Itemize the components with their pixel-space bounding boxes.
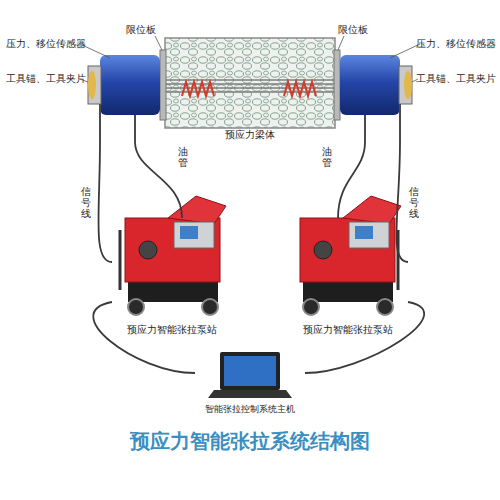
node-label: 预应力智能张拉泵站 — [125, 323, 219, 337]
hose-connector — [135, 142, 182, 218]
tool-anchor — [88, 66, 101, 104]
jack-right — [340, 55, 400, 115]
part-label: 压力、移位传感器 — [416, 38, 496, 49]
diagram-title: 预应力智能张拉系统结构图 — [0, 428, 500, 455]
figure-node: 智能张拉控制系统主机 — [195, 348, 305, 416]
springs — [182, 82, 316, 96]
limit-plate — [160, 50, 166, 120]
edge-label: 油管 — [322, 146, 332, 168]
figure-node: 预应力智能张拉泵站 — [288, 192, 408, 337]
edge-label: 信号线 — [409, 186, 419, 219]
jack-left — [100, 55, 160, 115]
figure-node: 预应力梁体 — [85, 30, 415, 142]
part-label: 限位板 — [126, 24, 156, 35]
tool-anchor — [399, 66, 412, 104]
hose-connector — [98, 142, 112, 262]
hose-connector — [338, 142, 365, 218]
pump-station-right — [300, 196, 401, 315]
hose-stub — [100, 104, 400, 142]
hose-connector — [396, 142, 408, 262]
pump-station-left — [120, 196, 226, 315]
part-label: 工具锚、工具夹片 — [6, 73, 86, 84]
edge-label: 信号线 — [81, 186, 91, 219]
anchor-ring — [404, 71, 412, 99]
part-label: 工具锚、工具夹片 — [416, 73, 496, 84]
edge-label: 油管 — [178, 146, 188, 168]
leader-line — [80, 36, 420, 82]
anchor-ring — [88, 71, 96, 99]
figure-node: 预应力智能张拉泵站 — [112, 192, 232, 337]
part-label: 压力、移位传感器 — [6, 38, 86, 49]
node-label: 预应力智能张拉泵站 — [301, 323, 395, 337]
limit-plate — [334, 50, 340, 120]
part-label: 限位板 — [338, 24, 368, 35]
hose-connector — [93, 302, 195, 373]
laptop — [208, 352, 292, 398]
node-label: 预应力梁体 — [223, 128, 277, 142]
beam-body — [165, 38, 335, 128]
hose-connector — [305, 302, 424, 373]
node-label: 智能张拉控制系统主机 — [203, 403, 297, 416]
